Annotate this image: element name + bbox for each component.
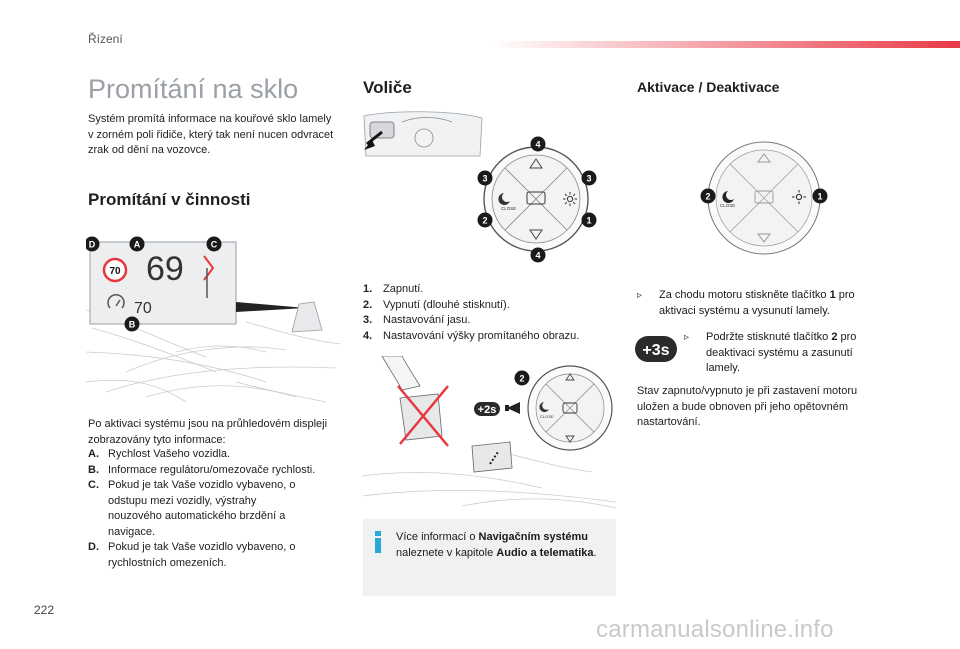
subtitle-projection: Promítání v činnosti xyxy=(88,190,251,209)
button-number-3-right: 3 xyxy=(586,174,591,184)
list-item: B.Informace regulátoru/omezovače rychlos… xyxy=(88,463,316,476)
info-box: Více informací o Navigačním systému nale… xyxy=(363,519,616,596)
activation-button-2: 2 xyxy=(705,192,710,202)
hold-3s-icon: +3s xyxy=(635,336,677,362)
activation-title: Aktivace / Deaktivace xyxy=(637,79,780,95)
list-item: D.Pokud je tak Vaše vozidlo vybaveno, o … xyxy=(88,541,296,569)
marker-d: D xyxy=(89,240,96,250)
button-number-4-bottom: 4 xyxy=(535,251,540,261)
button-number-2-callout: 2 xyxy=(519,374,524,384)
deactivation-illustration: +2s CLOSE 2 xyxy=(362,356,616,509)
selectors-list: 1.Zapnutí. 2.Vypnutí (dlouhé stisknutí).… xyxy=(363,282,613,344)
marker-a: A xyxy=(134,240,141,250)
windshield-icon xyxy=(526,191,546,205)
activation-button-1: 1 xyxy=(817,192,822,202)
button-number-1: 1 xyxy=(586,216,591,226)
selectors-title: Voliče xyxy=(363,78,412,97)
marker-c: C xyxy=(211,240,218,250)
hud-illustration: 70 69 70 D A C B xyxy=(86,236,340,403)
info-icon xyxy=(375,531,381,553)
state-memory-note: Stav zapnuto/vypnuto je při zastavení mo… xyxy=(637,385,858,428)
activation-step-1: ▹ Za chodu motoru stiskněte tlačítko 1 p… xyxy=(637,288,885,319)
list-item: A.Rychlost Vašeho vozidla. xyxy=(88,448,231,460)
intro-text: Systém promítá informace na kouřové sklo… xyxy=(88,113,334,156)
page-number: 222 xyxy=(34,603,55,617)
header-accent-bar xyxy=(490,41,960,48)
hud-limit-sign: 70 xyxy=(109,266,121,277)
arrow-up-icon xyxy=(529,158,543,169)
list-item: C.Pokud je tak Vaše vozidlo vybaveno, o … xyxy=(88,479,296,538)
marker-b: B xyxy=(129,320,136,330)
hud-description: Po aktivaci systému jsou na průhledovém … xyxy=(88,418,328,446)
svg-text:+2s: +2s xyxy=(478,404,497,416)
bullet-icon: ▹ xyxy=(637,290,643,301)
dashboard-thumbnail xyxy=(363,111,483,157)
hud-speed: 69 xyxy=(146,250,184,288)
button-number-2: 2 xyxy=(482,216,487,226)
list-item: 4.Nastavování výšky promítaného obrazu. xyxy=(363,329,580,342)
deactivation-step-2: ▹ Podržte stisknuté tlačítko 2 pro deakt… xyxy=(684,330,884,377)
list-item: 3.Nastavování jasu. xyxy=(363,314,471,326)
list-item: 1.Zapnutí. xyxy=(363,283,424,295)
svg-text:CLOSE: CLOSE xyxy=(720,203,735,208)
section-title: Řízení xyxy=(88,32,123,46)
control-pad-diagram: CLOSE 4 3 3 2 1 4 xyxy=(477,136,597,263)
moon-icon xyxy=(498,193,510,205)
close-label: CLOSE xyxy=(501,206,516,211)
svg-text:CLOSE: CLOSE xyxy=(540,414,554,419)
activation-pad-diagram: CLOSE 2 1 xyxy=(700,141,828,255)
sun-icon xyxy=(563,192,577,206)
arrow-down-icon xyxy=(529,229,543,240)
list-item: 2.Vypnutí (dlouhé stisknutí). xyxy=(363,298,510,311)
hud-cruise-value: 70 xyxy=(134,300,152,317)
speedometer-icon xyxy=(107,293,125,309)
button-number-4-top: 4 xyxy=(535,140,540,150)
stopwatch-icon: +2s xyxy=(474,402,500,416)
svg-text:+3s: +3s xyxy=(642,342,669,359)
button-number-3-left: 3 xyxy=(482,174,487,184)
page-title: Promítání na sklo xyxy=(88,74,299,104)
hud-info-list: A.Rychlost Vašeho vozidla. B.Informace r… xyxy=(88,447,344,571)
watermark: carmanualsonline.info xyxy=(596,616,834,643)
info-text: Více informací o Navigačním systému nale… xyxy=(396,531,597,559)
bullet-icon: ▹ xyxy=(684,332,690,343)
